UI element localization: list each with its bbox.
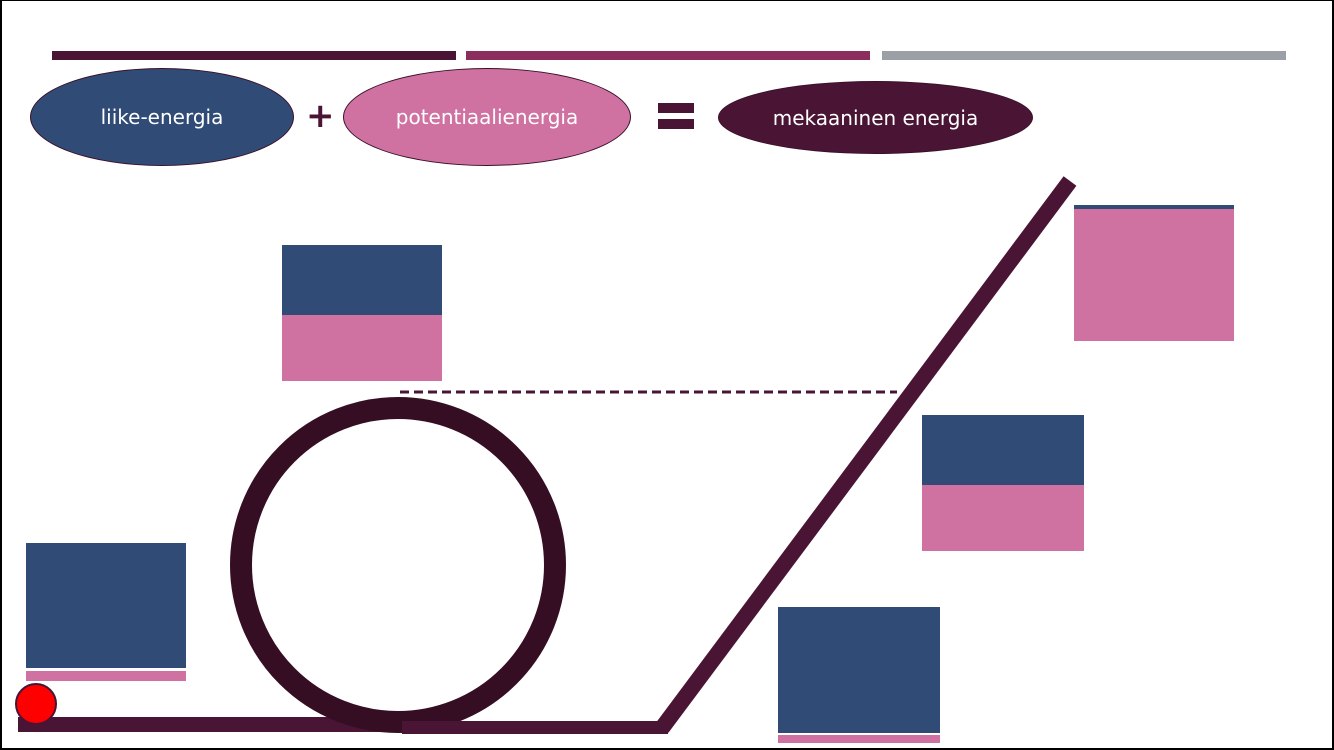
track-ramp xyxy=(655,176,1077,733)
ball xyxy=(15,683,57,725)
track-flat-left xyxy=(18,717,404,732)
potential-fill xyxy=(922,485,1084,551)
potential-fill xyxy=(1074,209,1234,341)
equals-sign: = xyxy=(658,103,694,129)
track-loop xyxy=(230,397,566,733)
potential-fill xyxy=(778,735,940,743)
kinetic-energy-label: liike-energia xyxy=(100,105,224,129)
accent-bar-dark xyxy=(52,51,456,60)
kinetic-fill xyxy=(1074,205,1234,209)
accent-bar-gray xyxy=(882,51,1286,60)
plus-sign: + xyxy=(306,96,335,136)
potential-energy-ellipse: potentiaalienergia xyxy=(343,68,631,166)
potential-fill xyxy=(26,671,186,681)
mechanical-energy-label: mekaaninen energia xyxy=(772,105,979,130)
track-flat-middle xyxy=(402,721,668,734)
kinetic-fill xyxy=(922,415,1084,485)
kinetic-energy-ellipse: liike-energia xyxy=(30,68,294,166)
accent-bar-mid xyxy=(466,51,870,60)
kinetic-fill xyxy=(282,245,442,315)
kinetic-fill xyxy=(26,543,186,668)
potential-fill xyxy=(282,315,442,381)
kinetic-fill xyxy=(778,607,940,733)
potential-energy-label: potentiaalienergia xyxy=(395,105,579,129)
mechanical-energy-ellipse: mekaaninen energia xyxy=(718,81,1033,154)
